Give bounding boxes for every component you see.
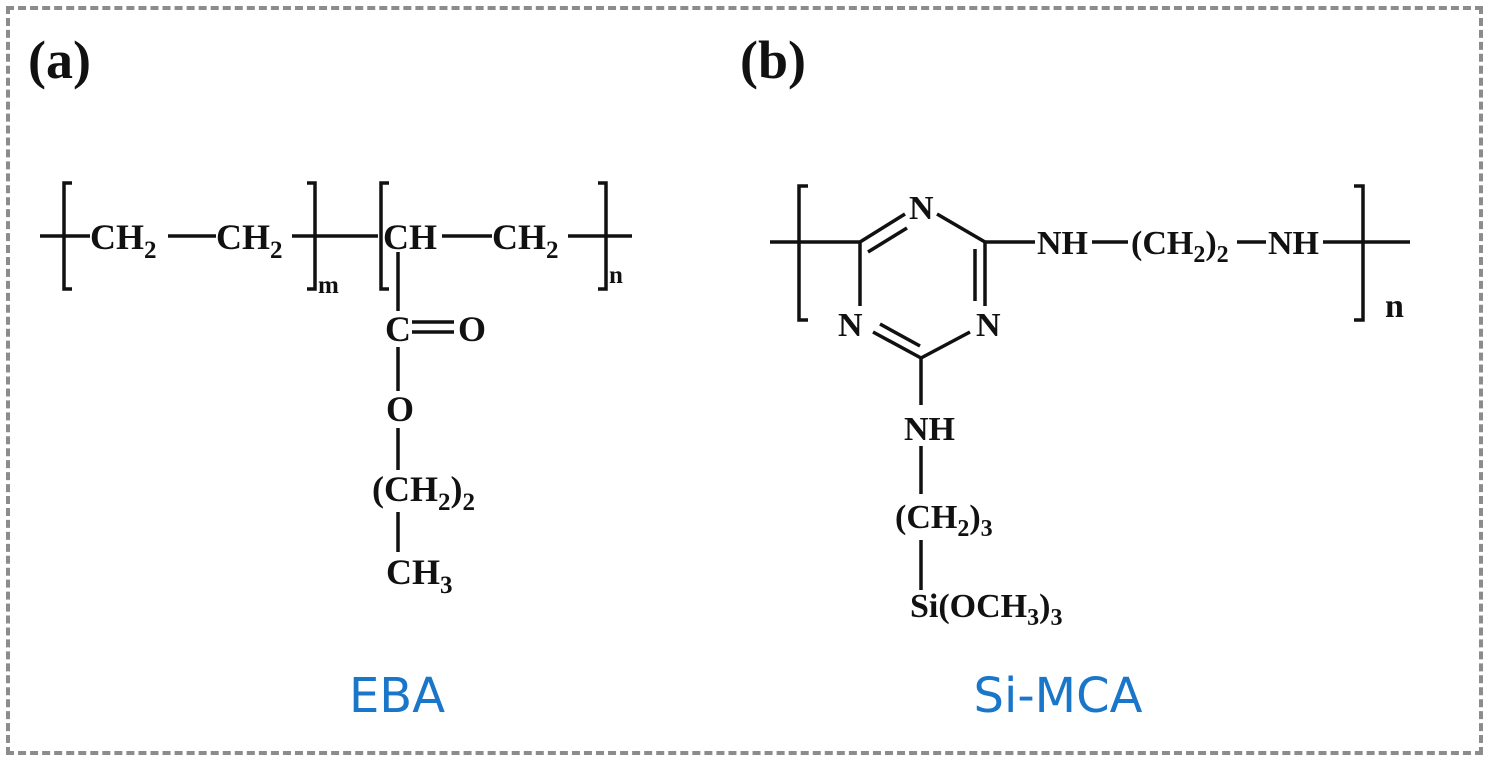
simca-subscript-n: n (1385, 288, 1404, 325)
simca-ring-bond-5-double (879, 322, 921, 348)
eba-atom-o-double: O (458, 309, 486, 349)
eba-atom-ch2-3: CH2 (492, 217, 559, 264)
simca-atom-n-top: N (909, 190, 934, 227)
simca-atom-nh-down: NH (904, 411, 955, 448)
simca-atom-nh-1: NH (1037, 225, 1088, 262)
simca-compound-name: Si-MCA (974, 668, 1143, 724)
simca-ring-bond-1-double (867, 226, 908, 254)
eba-atom-ch3: CH3 (386, 552, 453, 599)
simca-ring-bond-5 (872, 330, 922, 360)
simca-ring-bond-2 (936, 212, 986, 244)
eba-atom-chain: (CH2)2 (372, 469, 475, 516)
panel-b-label: (b) (740, 30, 806, 90)
panel-a: (a) CH2 CH2 CH CH2 m n C O O (CH2)2 CH3 … (28, 30, 632, 724)
eba-bracket-n-left (379, 181, 389, 291)
panel-b: (b) N N N NH (CH2)2 NH n NH (CH2)3 (740, 30, 1410, 724)
simca-bracket-left (797, 184, 808, 322)
simca-atom-nh-2: NH (1268, 225, 1319, 262)
eba-compound-name: EBA (349, 668, 445, 724)
simca-ring-bond-1 (859, 212, 906, 244)
eba-atom-ch: CH (383, 217, 437, 257)
eba-subscript-m: m (318, 272, 339, 299)
dashed-border-frame (6, 6, 1483, 755)
simca-ring-bond-4 (920, 330, 971, 360)
eba-atom-ch2-2: CH2 (216, 217, 283, 264)
panel-a-label: (a) (28, 30, 91, 90)
simca-atom-link: (CH2)2 (1131, 225, 1229, 268)
eba-atom-ch2-1: CH2 (90, 217, 157, 264)
eba-atom-c: C (385, 309, 411, 349)
simca-atom-propyl: (CH2)3 (895, 499, 993, 542)
simca-atom-n-right: N (976, 307, 1001, 344)
simca-bracket-right (1354, 184, 1365, 322)
eba-atom-o: O (386, 389, 414, 429)
simca-atom-si: Si(OCH3)3 (910, 588, 1062, 631)
eba-subscript-n: n (609, 262, 623, 289)
simca-atom-n-left: N (838, 307, 863, 344)
